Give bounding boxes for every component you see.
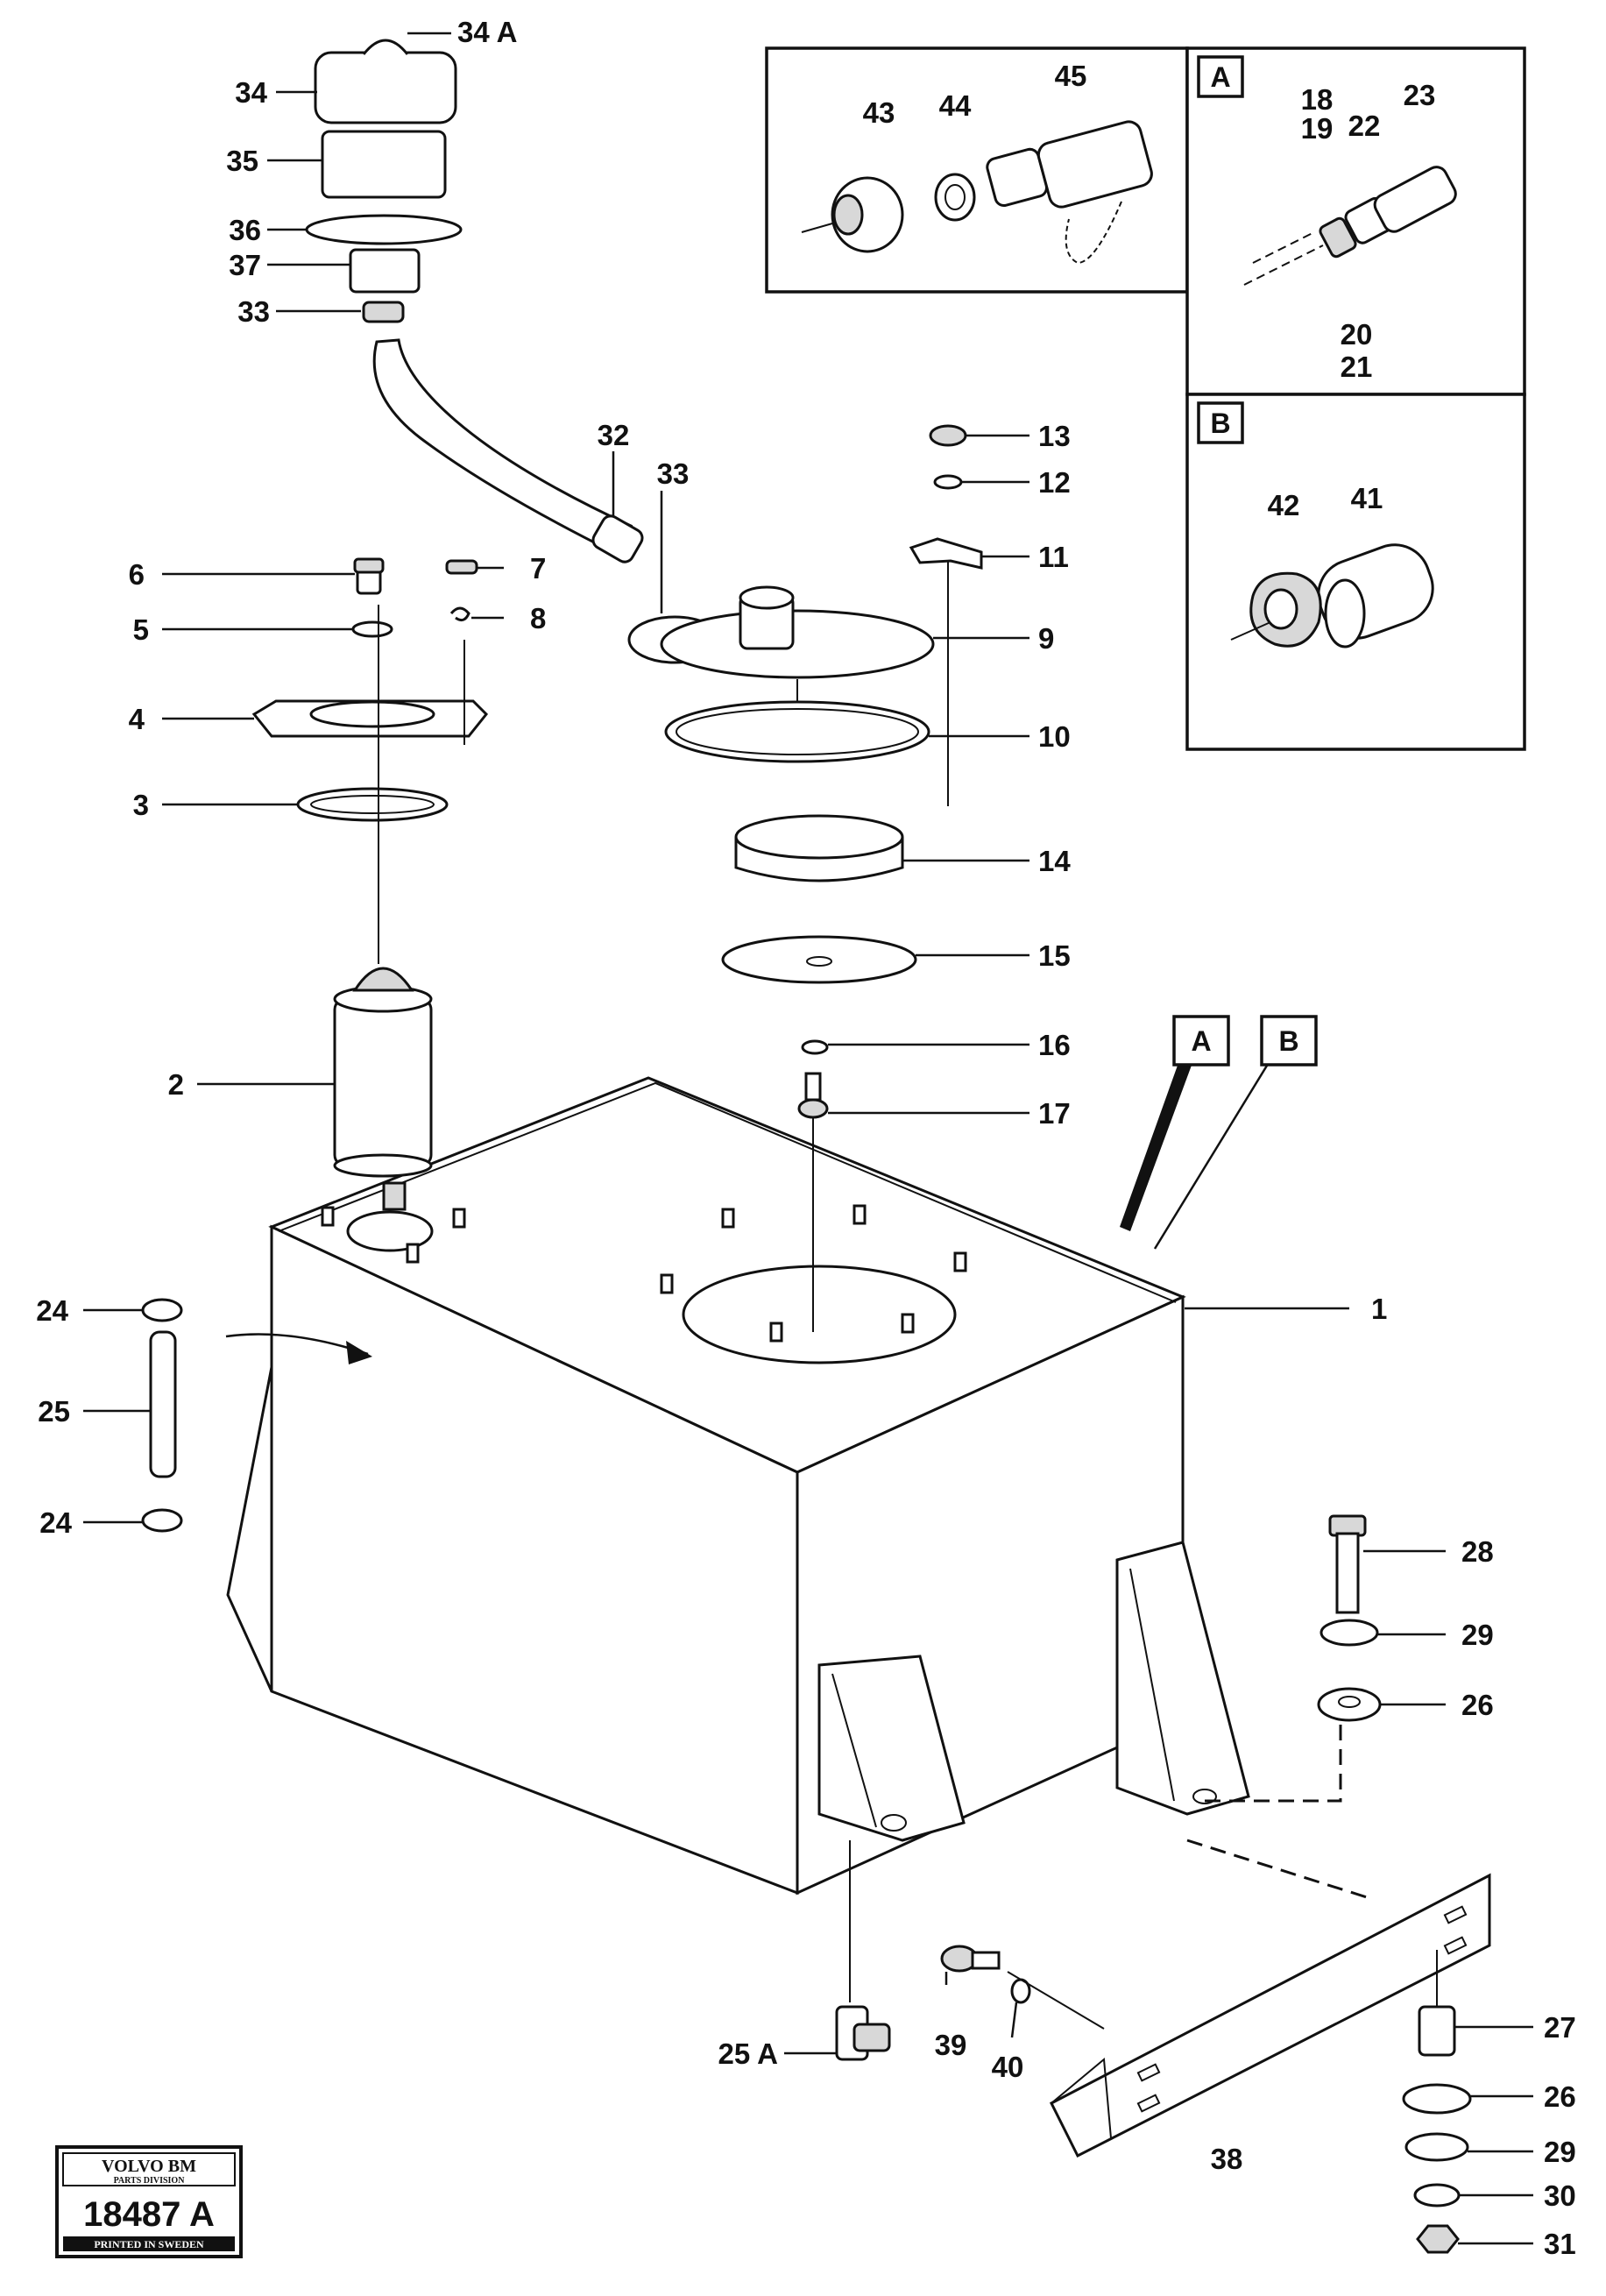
label-16: 16 <box>1038 1029 1071 1061</box>
label-10: 10 <box>1038 720 1071 753</box>
label-5: 5 <box>133 613 149 646</box>
label-41: 41 <box>1351 482 1383 514</box>
label-17: 17 <box>1038 1097 1071 1130</box>
label-13: 13 <box>1038 420 1071 452</box>
label-45: 45 <box>1055 60 1087 92</box>
label-2: 2 <box>168 1068 184 1101</box>
label-34: 34 <box>235 76 267 109</box>
drain-valve-assembly <box>835 1840 1105 2061</box>
label-31: 31 <box>1544 2228 1576 2260</box>
label-44: 44 <box>939 89 972 122</box>
inset-coupling <box>765 46 1189 294</box>
label-19: 19 <box>1301 112 1334 145</box>
inset-a-letter: A <box>1210 61 1230 93</box>
tank-studs <box>321 1204 967 1343</box>
inset-b-letter: B <box>1210 407 1230 439</box>
hydraulic-tank <box>225 1076 1491 2158</box>
label-28: 28 <box>1461 1535 1494 1568</box>
label-7: 7 <box>530 552 546 585</box>
stamp-brand: VOLVO BM <box>102 2157 196 2176</box>
part-labels: 34 A 34 35 36 37 33 32 33 13 12 11 9 10 … <box>36 16 1575 2260</box>
label-11: 11 <box>1038 541 1069 573</box>
label-38: 38 <box>1211 2143 1243 2175</box>
label-40: 40 <box>992 2051 1024 2083</box>
inset-a-quick-coupling <box>1185 46 1526 396</box>
label-29-top: 29 <box>1461 1619 1494 1651</box>
label-24-bottom: 24 <box>39 1506 72 1539</box>
callout-a <box>1172 1015 1230 1067</box>
label-35: 35 <box>226 145 258 177</box>
filler-cover-assembly <box>627 424 983 1332</box>
label-29-bottom: 29 <box>1544 2136 1576 2168</box>
label-20: 20 <box>1341 318 1373 351</box>
label-1: 1 <box>1371 1293 1387 1325</box>
label-22: 22 <box>1348 110 1381 142</box>
label-37: 37 <box>229 249 261 281</box>
level-gauge-assembly <box>141 1298 183 1533</box>
return-filter-assembly <box>251 557 489 1211</box>
label-33-top: 33 <box>237 295 270 328</box>
label-8: 8 <box>530 602 546 634</box>
label-32: 32 <box>598 419 630 451</box>
label-26-bottom: 26 <box>1544 2080 1576 2113</box>
stamp-number: 18487 A <box>83 2195 215 2234</box>
inset-b-hose-clamp <box>1185 393 1526 751</box>
label-6: 6 <box>129 558 145 591</box>
label-12: 12 <box>1038 466 1071 499</box>
callout-letters: A B A B <box>1191 61 1298 1057</box>
callout-b-letter: B <box>1278 1025 1298 1057</box>
callout-a-letter: A <box>1191 1025 1211 1057</box>
label-27: 27 <box>1544 2011 1576 2044</box>
label-36: 36 <box>229 214 261 246</box>
label-4: 4 <box>129 703 145 735</box>
label-18: 18 <box>1301 83 1334 116</box>
label-30: 30 <box>1544 2179 1576 2212</box>
label-25: 25 <box>38 1395 70 1428</box>
stamp-division: PARTS DIVISION <box>114 2176 186 2186</box>
label-42: 42 <box>1268 489 1300 521</box>
callout-b <box>1260 1015 1318 1067</box>
label-14: 14 <box>1038 845 1071 877</box>
catalogue-stamp: VOLVO BM PARTS DIVISION 18487 A PRINTED … <box>55 2145 243 2258</box>
label-34a: 34 A <box>457 16 517 48</box>
label-21: 21 <box>1341 351 1373 383</box>
stamp-printed: PRINTED IN SWEDEN <box>94 2238 204 2250</box>
label-9: 9 <box>1038 622 1054 655</box>
leader-lines <box>83 32 1533 2245</box>
mounting-hardware <box>1317 1514 1472 2254</box>
label-24-top: 24 <box>36 1294 68 1327</box>
label-26-top: 26 <box>1461 1689 1494 1721</box>
label-23: 23 <box>1404 79 1436 111</box>
label-25a: 25 A <box>718 2037 778 2070</box>
breather-assembly <box>305 39 644 563</box>
label-43: 43 <box>863 96 895 129</box>
label-33-mid: 33 <box>657 457 690 490</box>
label-15: 15 <box>1038 939 1071 972</box>
label-3: 3 <box>133 789 149 821</box>
label-39: 39 <box>935 2029 967 2061</box>
